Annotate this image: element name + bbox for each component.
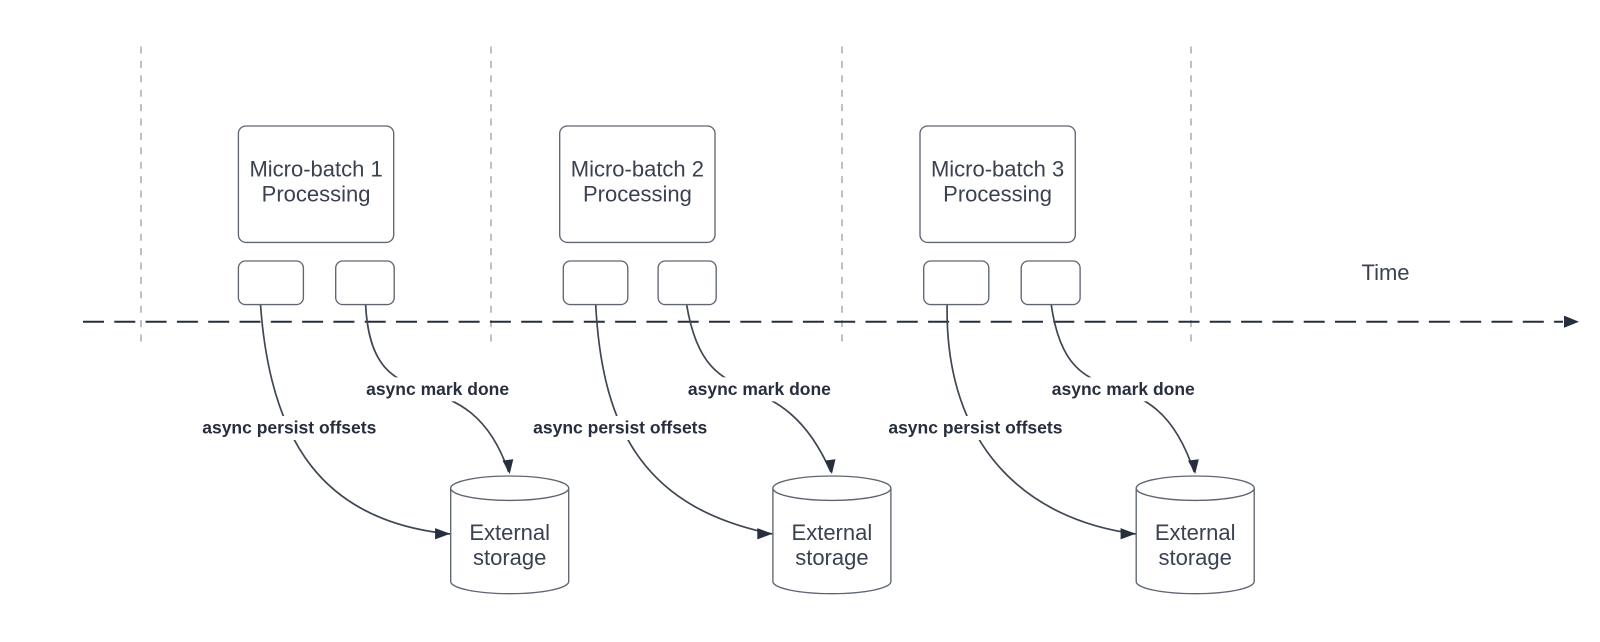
svg-text:External: External — [1155, 520, 1236, 545]
svg-text:Processing: Processing — [583, 182, 692, 207]
svg-text:async mark done: async mark done — [688, 379, 831, 399]
svg-text:Processing: Processing — [262, 182, 371, 207]
svg-text:Micro-batch 1: Micro-batch 1 — [249, 157, 382, 182]
svg-text:async mark done: async mark done — [1052, 379, 1195, 399]
svg-text:storage: storage — [1159, 545, 1232, 570]
svg-text:storage: storage — [473, 545, 546, 570]
svg-text:async persist offsets: async persist offsets — [533, 418, 707, 438]
svg-text:async persist offsets: async persist offsets — [202, 418, 376, 438]
svg-text:Micro-batch 3: Micro-batch 3 — [931, 157, 1064, 182]
svg-text:External: External — [469, 520, 550, 545]
svg-text:storage: storage — [795, 545, 868, 570]
svg-text:External: External — [792, 520, 873, 545]
svg-text:Processing: Processing — [943, 182, 1052, 207]
svg-text:async persist offsets: async persist offsets — [888, 418, 1062, 438]
svg-text:Micro-batch 2: Micro-batch 2 — [571, 157, 704, 182]
svg-text:async mark done: async mark done — [366, 379, 509, 399]
svg-text:Time: Time — [1361, 260, 1409, 285]
